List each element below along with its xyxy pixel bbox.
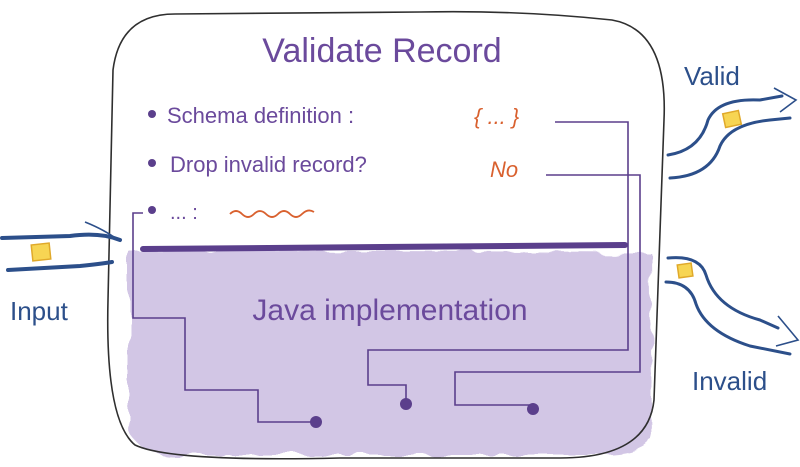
node-title: Validate Record bbox=[262, 32, 501, 70]
property-label-drop-invalid: Drop invalid record? bbox=[170, 152, 367, 177]
valid-output-stream bbox=[666, 87, 798, 180]
input-stream bbox=[0, 221, 122, 272]
pin-dot bbox=[527, 403, 539, 415]
invalid-output-stream bbox=[664, 256, 800, 356]
invalid-label: Invalid bbox=[692, 366, 767, 396]
divider bbox=[140, 242, 628, 252]
property-label-schema: Schema definition : bbox=[167, 103, 354, 128]
implementation-area bbox=[128, 250, 652, 455]
bullet bbox=[148, 159, 156, 167]
connector-more bbox=[132, 212, 316, 423]
record-icon bbox=[721, 109, 743, 129]
pin-dot bbox=[400, 398, 412, 410]
implementation-label: Java implementation bbox=[252, 294, 527, 327]
property-connectors bbox=[132, 121, 641, 423]
connector-drop-invalid bbox=[454, 174, 641, 406]
validate-record-box bbox=[106, 10, 666, 460]
record-icon bbox=[30, 242, 52, 262]
property-label-more: ... : bbox=[170, 202, 198, 224]
property-value-schema: { ... } bbox=[474, 104, 520, 129]
input-label: Input bbox=[10, 296, 69, 326]
bullet bbox=[148, 110, 156, 118]
connector-schema bbox=[367, 121, 629, 400]
record-icon bbox=[676, 262, 694, 279]
pin-dot bbox=[310, 416, 322, 428]
squiggle-placeholder-value bbox=[229, 209, 315, 218]
valid-label: Valid bbox=[684, 61, 740, 91]
bullet bbox=[148, 206, 156, 214]
property-value-drop-invalid: No bbox=[490, 157, 518, 182]
